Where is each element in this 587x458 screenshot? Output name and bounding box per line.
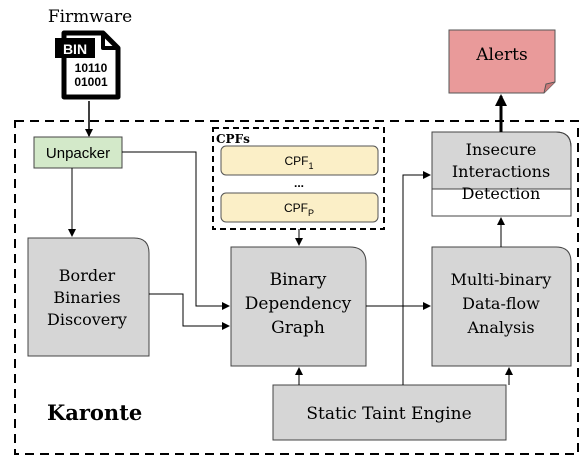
taint-label: Static Taint Engine [306,404,471,424]
unpacker-label: Unpacker [46,145,110,162]
static-taint-engine-box: Static Taint Engine [272,384,507,441]
arrow-unpacker-bdg [122,151,230,310]
bdg-line2: Dependency [245,294,352,314]
connectors [68,94,513,385]
cpfs-title: CPFs [216,132,250,146]
insecure-line3: Detection [462,184,541,203]
cpfs-group: CPFs CPF1 ... CPFP [212,127,385,230]
karonte-label: Karonte [47,400,142,425]
dataflow-line2: Data-flow [462,294,540,313]
firmware-bin-badge: BIN [63,41,87,57]
border-line1: Border [59,266,116,285]
unpacker-box: Unpacker [33,136,123,169]
insecure-line1: Insecure [466,140,537,159]
alerts-label: Alerts [475,45,527,65]
arrow-border-bdg [149,293,230,330]
cpf-1-label: CPF1 [284,154,313,171]
dataflow-line1: Multi-binary [451,270,552,289]
border-line3: Discovery [47,310,127,329]
insecure-interactions-box: Insecure Interactions Detection [431,131,572,203]
arrow-taint-insecure [402,171,431,385]
cpf-ellipsis: ... [294,176,304,190]
insecure-interactions-outline [431,131,572,217]
cpf-p-label: CPFP [284,201,314,218]
dataflow-box: Multi-binary Data-flow Analysis [431,246,572,367]
bdg-line1: Binary [270,270,327,290]
insecure-line2: Interactions [452,162,550,181]
firmware-label: Firmware [48,7,132,27]
bdg-box: Binary Dependency Graph [230,246,367,367]
border-binaries-box: Border Binaries Discovery [27,237,150,357]
border-line2: Binaries [53,288,120,307]
alerts-box: Alerts [448,29,556,94]
firmware-bits-line2: 01001 [74,75,108,89]
cpf-1-box [220,145,379,176]
firmware-bits-line1: 10110 [75,61,108,75]
cpf-p-box [220,192,379,223]
firmware-file-icon: BIN 10110 01001 [55,30,121,100]
bdg-line3: Graph [271,318,325,338]
dataflow-line3: Analysis [466,318,534,337]
karonte-boundary [14,120,579,455]
